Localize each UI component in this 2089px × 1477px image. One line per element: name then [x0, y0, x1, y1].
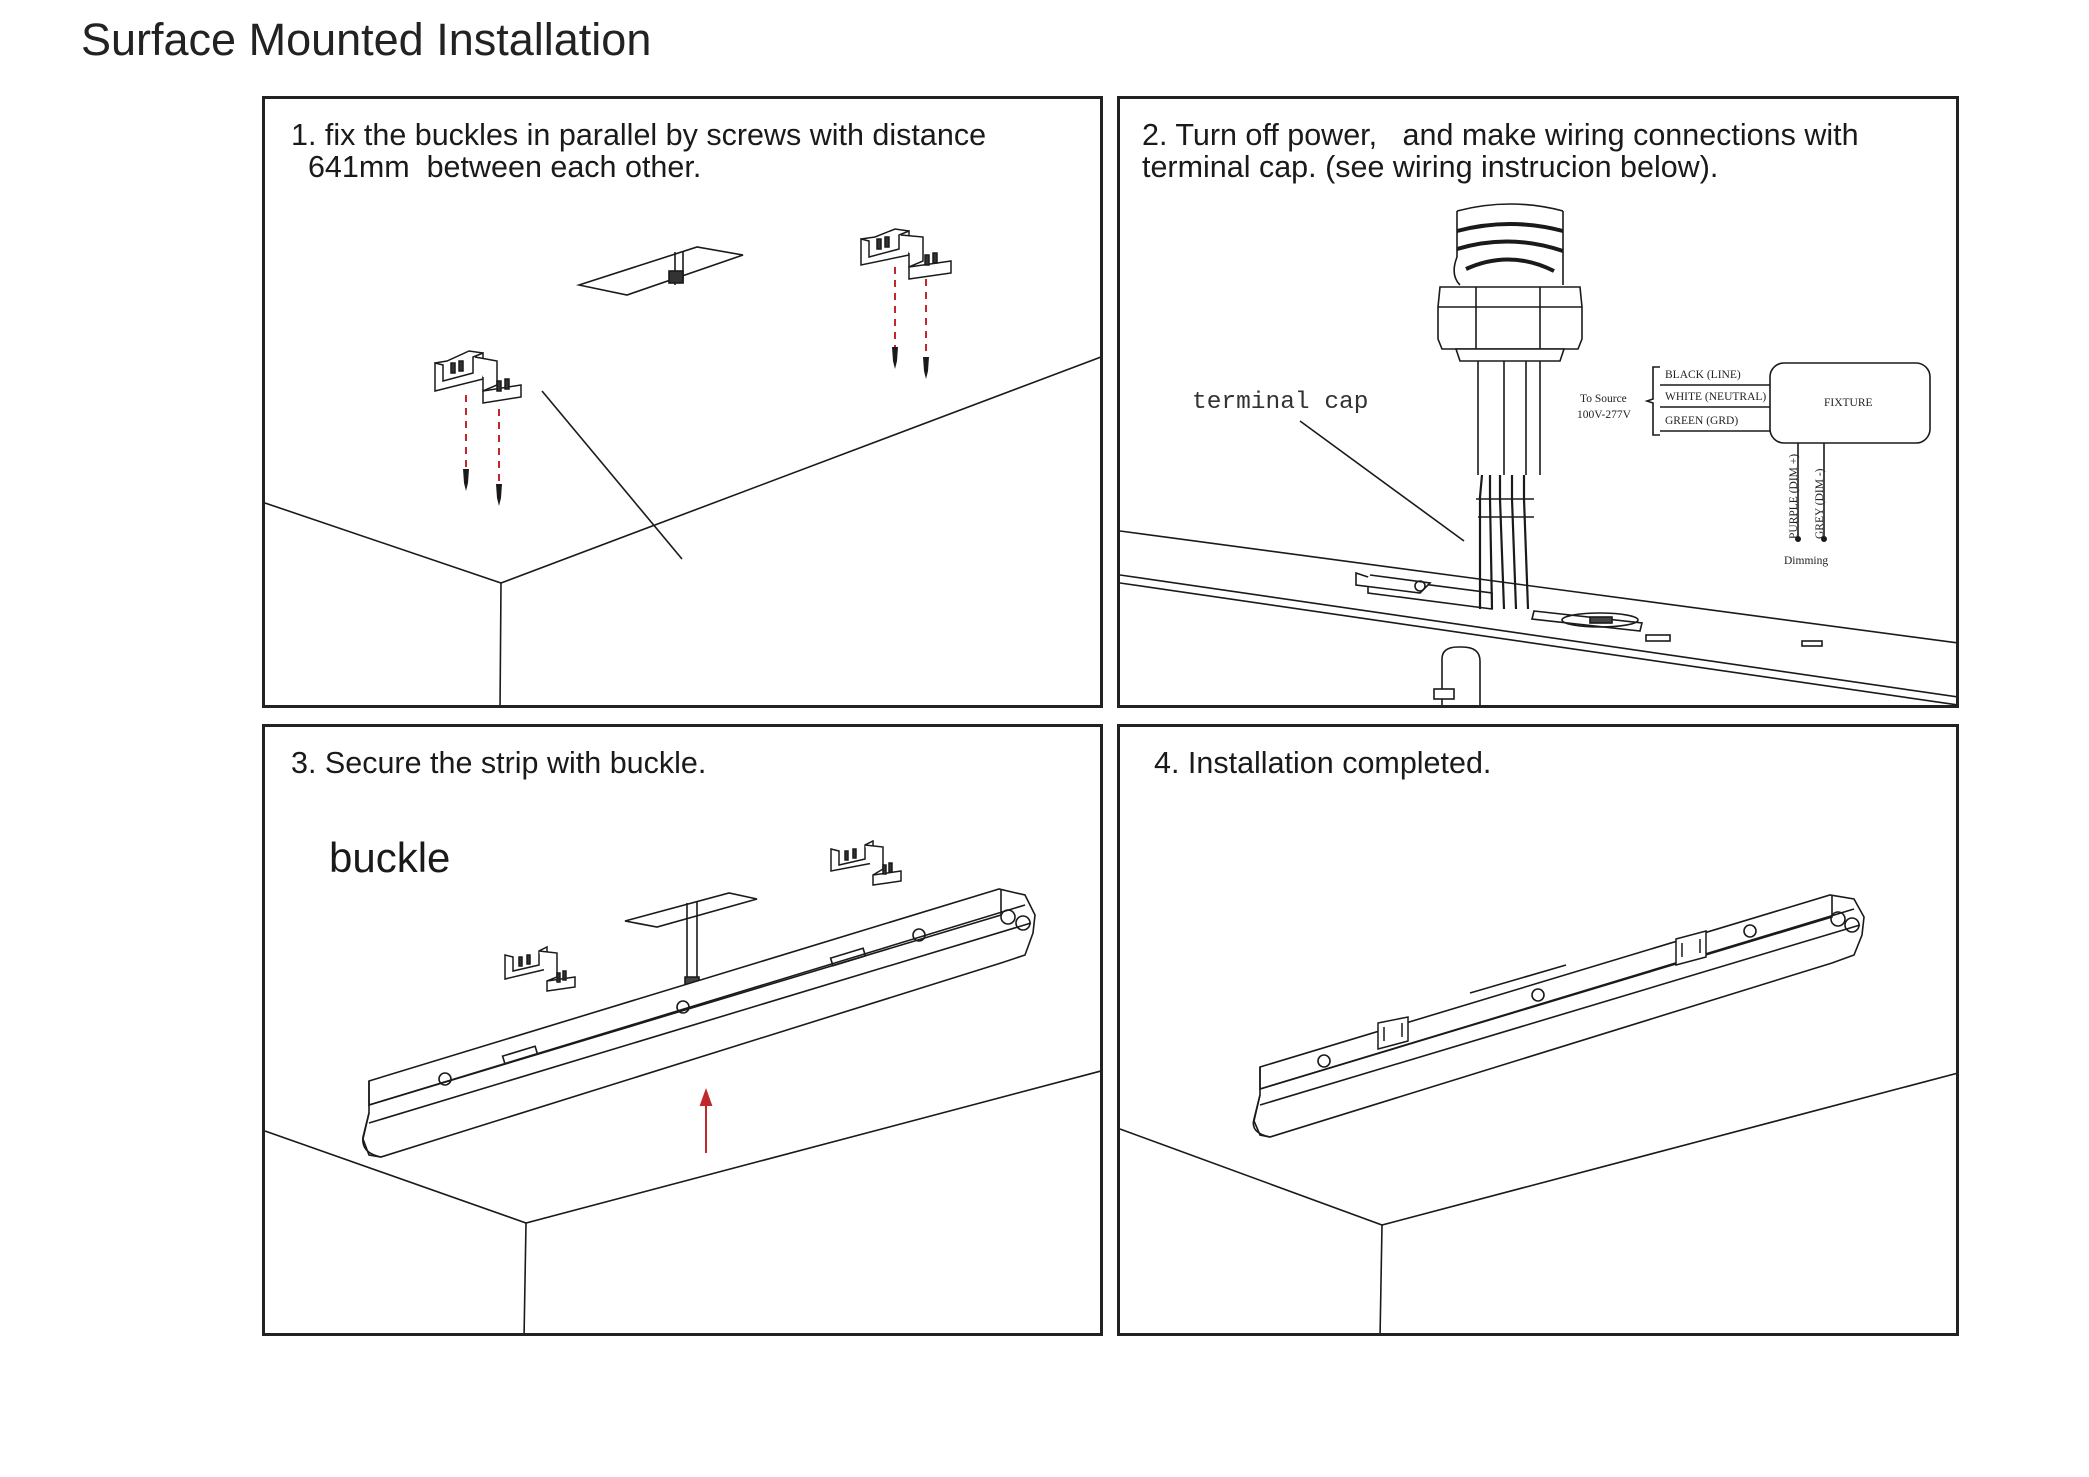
step-4-panel: 4. Installation completed.	[1117, 724, 1959, 1336]
fixture-top-edge	[1120, 530, 1956, 644]
fixture-box	[1769, 362, 1931, 444]
wall-corner-line	[1379, 1224, 1383, 1333]
wire-bundle	[1478, 474, 1530, 610]
buckle-left	[434, 350, 522, 404]
step-4-illustration	[1120, 894, 1956, 1333]
buckle-left-guides	[465, 395, 500, 484]
wire-black-label: BLACK (LINE)	[1665, 369, 1741, 381]
step-3-text: 3. Secure the strip with buckle.	[291, 746, 707, 780]
buckle-left	[504, 945, 576, 992]
buckle-right-guides	[894, 267, 927, 357]
conduit-top	[1453, 211, 1564, 286]
step-1-illustration	[265, 228, 1100, 705]
ceiling-edge	[1120, 1072, 1956, 1226]
screws-right	[892, 347, 929, 379]
buckle-right	[860, 228, 952, 280]
page-title: Surface Mounted Installation	[81, 14, 652, 65]
step-1-text-line1: 1. fix the buckles in parallel by screws…	[291, 118, 987, 152]
screws-left	[463, 469, 502, 506]
step-2-text-line2: terminal cap. (see wiring instrucion bel…	[1142, 150, 1719, 184]
source-voltage-label: 100V-277V	[1577, 409, 1631, 421]
buckle-callout: buckle	[329, 834, 451, 881]
step-1-text-line2: 641mm between each other.	[291, 150, 702, 184]
buckle-installed-right	[1675, 930, 1707, 966]
leader-line	[541, 390, 683, 560]
step-2-text-line1: 2. Turn off power, and make wiring conne…	[1142, 118, 1859, 152]
step-3-illustration	[265, 839, 1100, 1333]
wire-purple-label: PURPLE (DIM +)	[1788, 453, 1800, 539]
step-3-panel: 3. Secure the strip with buckle. buckle	[262, 724, 1103, 1336]
step-2-illustration	[1120, 203, 1956, 705]
buckle-installed-left	[1377, 1016, 1409, 1050]
wire-green-label: GREEN (GRD)	[1665, 415, 1739, 427]
ceiling-cutout	[575, 246, 744, 296]
source-label: To Source	[1580, 393, 1627, 405]
fixture-label: FIXTURE	[1824, 397, 1873, 409]
wall-corner-line	[523, 1222, 527, 1333]
wall-corner-line	[499, 582, 502, 705]
lift-arrow	[699, 1088, 713, 1153]
terminal-cap-leader	[1299, 420, 1465, 542]
fixture-front-edge	[1120, 574, 1956, 698]
step-4-text: 4. Installation completed.	[1154, 746, 1492, 780]
wire-white-label: WHITE (NEUTRAL)	[1665, 391, 1767, 403]
step-2-panel: 2. Turn off power, and make wiring conne…	[1117, 96, 1959, 708]
terminal-cap-label: terminal cap	[1192, 389, 1369, 416]
ceiling-edge	[265, 356, 1100, 584]
buckle-right	[830, 839, 902, 886]
wire-grey-label: GREY (DIM -)	[1814, 468, 1826, 539]
conduit-nut	[1437, 286, 1583, 350]
dimming-label: Dimming	[1784, 555, 1829, 567]
step-1-panel: 1. fix the buckles in parallel by screws…	[262, 96, 1103, 708]
